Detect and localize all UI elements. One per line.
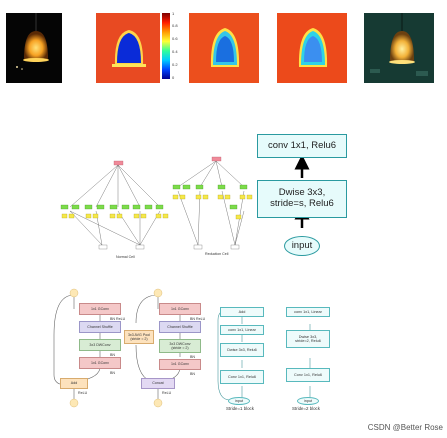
right-bn-1: BN: [190, 355, 195, 359]
colorbar-tick: 1: [172, 11, 175, 16]
lamp-photo-left: [6, 13, 62, 83]
conv-1x1-relu6-box: conv 1x1, Relu6: [257, 134, 347, 158]
colorbar-tick: 0.4: [172, 49, 178, 54]
v2-s2-conv: Conv 1x1, Relu6: [286, 368, 330, 382]
v2-s1-conv: Conv 1x1, Relu6: [220, 370, 264, 384]
left-relu: ReLU: [78, 391, 88, 395]
v2-s1-caption: Stride=1 block: [226, 406, 254, 411]
normal-cell-label: Normal Cell: [116, 255, 135, 259]
right-gconv-top: 1x1 GConv: [159, 303, 201, 315]
right-avg-pool: 3x3 AVG Pool (stride = 2): [124, 330, 154, 344]
colorbar-tick: 0.6: [172, 36, 178, 41]
attention-heatmap-1: [96, 13, 160, 83]
nas-cells-diagram: [60, 156, 253, 250]
lamp-photo-right: [364, 13, 434, 83]
left-bn-relu-1: BN ReLU: [110, 317, 126, 321]
attention-heatmap-3: [277, 13, 347, 83]
right-concat-node: Concat: [141, 378, 175, 389]
left-add-node: Add: [60, 378, 88, 389]
input-node: input: [284, 236, 320, 256]
csdn-watermark: CSDN @Better Rose: [367, 423, 443, 432]
colorbar-tick: 0.2: [172, 62, 178, 67]
colorbar: [162, 13, 170, 79]
v2-s2-input: input: [297, 397, 319, 405]
shufflenet-connectors: [53, 288, 181, 408]
reduction-cell-label: Reduction Cell: [205, 252, 229, 256]
dwise-3x3-box: Dwise 3x3, stride=s, Relu6: [257, 180, 347, 218]
right-bn-relu-1: BN ReLU: [190, 317, 206, 321]
v2-s1-input: input: [228, 397, 250, 405]
v2-s2-caption: Stride=2 block: [292, 406, 320, 411]
right-dwconv: 3x3 DWConv (stride = 2): [159, 339, 201, 353]
left-channel-shuffle: Channel Shuffle: [79, 321, 121, 333]
v2-s1-dwise: Dwise 3x3, Relu6: [220, 343, 264, 357]
right-channel-shuffle: Channel Shuffle: [159, 321, 201, 333]
right-gconv-bottom: 1x1 GConv: [159, 359, 201, 370]
right-bn-2: BN: [190, 372, 195, 376]
left-gconv-bottom: 1x1 GConv: [79, 357, 121, 369]
colorbar-tick: 0: [172, 75, 175, 80]
v2-s2-dwise: Dwise 3x3, stride=2, Relu6: [286, 330, 330, 348]
attention-heatmap-2: [189, 13, 259, 83]
right-relu: ReLU: [162, 391, 172, 395]
left-bn-1: BN: [110, 353, 115, 357]
v2-add-node: Add: [220, 307, 264, 317]
v2-s1-linear: conv 1x1, Linear: [220, 325, 264, 335]
left-bn-2: BN: [110, 371, 115, 375]
v2-s2-linear: conv 1x1, Linear: [286, 307, 330, 317]
left-dwconv: 3x3 DWConv: [79, 339, 121, 351]
left-gconv-top: 1x1 GConv: [79, 303, 121, 315]
colorbar-tick: 0.8: [172, 23, 178, 28]
